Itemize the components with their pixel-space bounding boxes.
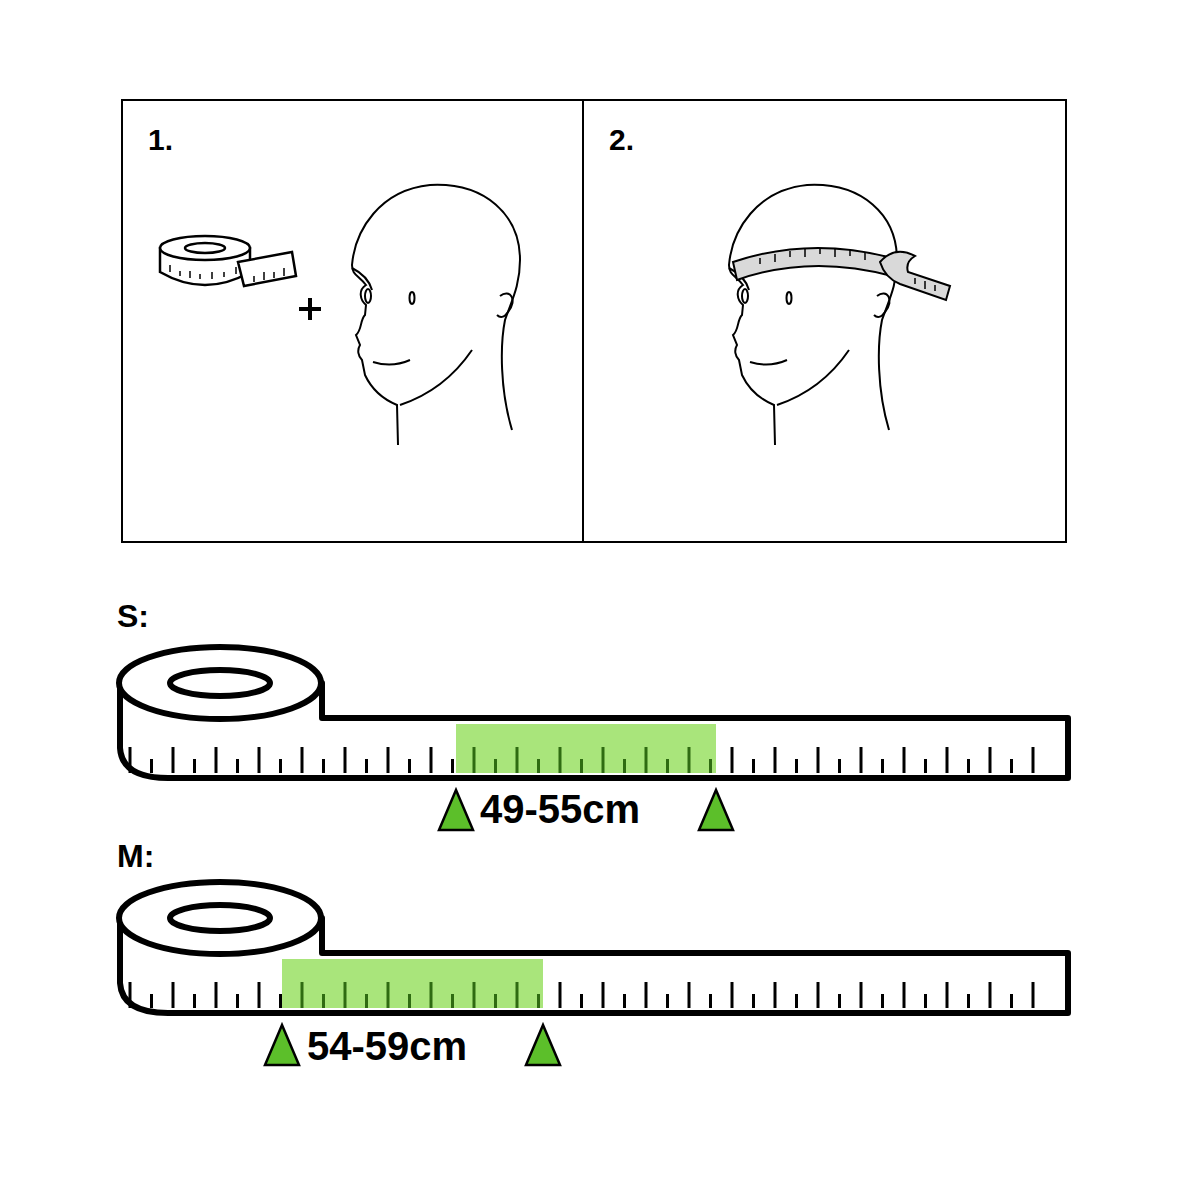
size-range xyxy=(282,959,543,1008)
head-drawing xyxy=(352,185,520,445)
step-number: 2. xyxy=(609,123,634,157)
range-marker xyxy=(526,1025,560,1065)
step-panel: 2. xyxy=(582,99,1067,543)
size-range-label: 54-59cm xyxy=(307,1024,467,1069)
step-panel: 1. xyxy=(121,99,584,543)
step-number: 1. xyxy=(148,123,173,157)
range-marker xyxy=(439,790,473,830)
plus-sign xyxy=(299,298,321,320)
range-marker xyxy=(699,790,733,830)
head-drawing xyxy=(729,185,897,445)
size-name: M: xyxy=(117,838,154,875)
size-name: S: xyxy=(117,598,149,635)
head-tape xyxy=(733,248,950,300)
measuring-tape xyxy=(119,882,1068,1065)
size-range-label: 49-55cm xyxy=(480,787,640,832)
tape-icon xyxy=(160,236,296,286)
range-marker xyxy=(265,1025,299,1065)
size-range xyxy=(456,724,716,773)
